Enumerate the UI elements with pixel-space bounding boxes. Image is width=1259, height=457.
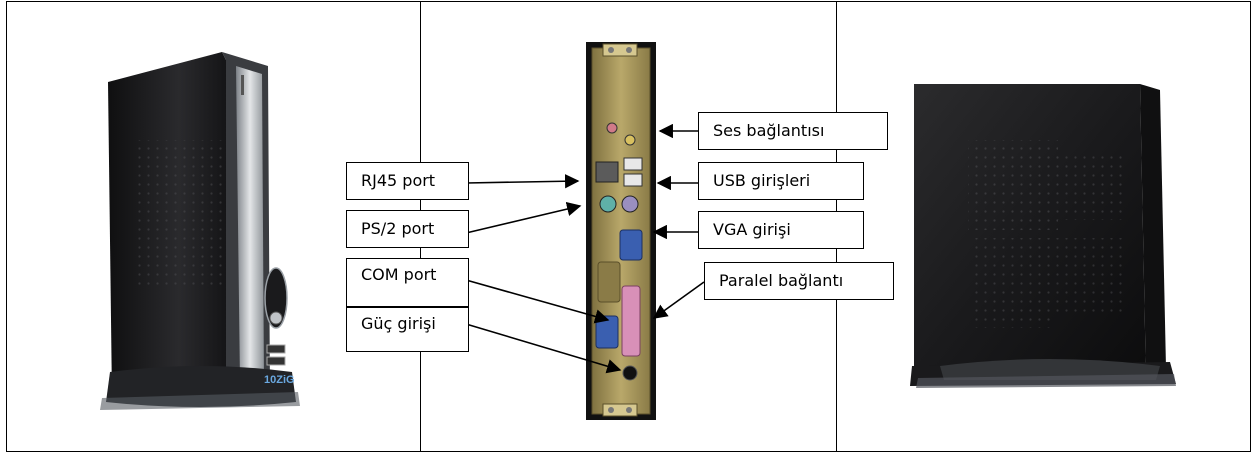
label-audio: Ses bağlantısı [698,112,888,150]
callout-arrows [465,123,705,374]
arrow-power [465,323,622,374]
brand-logo: 10ZiG [264,374,295,386]
arrow-parallel [652,281,705,319]
label-com-port: COM port [346,258,469,307]
label-power-input: Güç girişi [346,307,469,352]
label-usb: USB girişleri [698,162,864,200]
device-rear-view [586,42,656,420]
device-side-view [910,84,1176,388]
arrow-com [465,279,610,324]
device-front-view [100,52,300,410]
label-parallel: Paralel bağlantı [704,262,894,300]
label-ps2-port: PS/2 port [346,210,469,248]
arrow-ps2 [465,201,582,234]
label-vga: VGA girişi [698,211,864,249]
label-rj45-port: RJ45 port [346,162,469,200]
arrow-rj45 [465,174,580,189]
